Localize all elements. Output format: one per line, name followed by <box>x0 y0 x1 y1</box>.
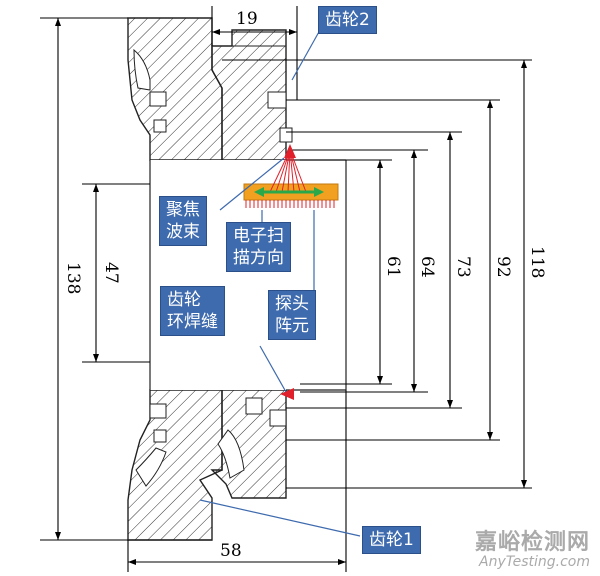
scan-direction-arrow <box>254 187 324 197</box>
callout-gear2: 齿轮2 <box>318 6 377 34</box>
callout-gear1: 齿轮1 <box>362 526 421 554</box>
gear2-upper-section <box>211 29 293 161</box>
callout-focus-beam: 聚焦 波束 <box>159 196 207 246</box>
watermark-cn: 嘉峪检测网 <box>474 530 590 555</box>
callout-probe-element: 探头 阵元 <box>268 290 316 340</box>
callout-gear-weld: 齿轮 环焊缝 <box>160 286 225 336</box>
callout-electronic-scan: 电子扫 描方向 <box>226 222 291 272</box>
dim-19-label: 19 <box>236 9 258 29</box>
callout-probe-element-line1: 探头 <box>275 294 309 314</box>
callout-gear1-line1: 齿轮1 <box>369 530 414 550</box>
callout-electronic-scan-line1: 电子扫 <box>233 226 284 246</box>
callout-focus-beam-line1: 聚焦 <box>166 200 200 220</box>
dim-64-label: 64 <box>417 256 437 278</box>
dim-73-label: 73 <box>453 256 473 278</box>
dim-47-label: 47 <box>101 262 121 284</box>
callout-focus-beam-line2: 波束 <box>166 222 200 242</box>
callout-gear2-line1: 齿轮2 <box>325 10 370 30</box>
focal-point-marker <box>284 144 296 158</box>
callout-electronic-scan-line2: 描方向 <box>233 248 284 268</box>
dim-92-label: 92 <box>493 256 513 278</box>
dim-118-label: 118 <box>527 246 547 278</box>
callout-leaders <box>199 29 361 537</box>
callout-probe-element-line2: 阵元 <box>275 316 309 336</box>
gear1-lower-section <box>127 389 223 541</box>
dim-138-label: 138 <box>63 262 83 294</box>
dimension-arrowheads <box>55 18 527 565</box>
gear1-upper-section <box>127 17 223 161</box>
weld-marker <box>280 388 294 400</box>
watermark-en: AnyTesting.com <box>479 554 590 570</box>
callout-gear-weld-line1: 齿轮 <box>167 290 201 310</box>
watermark: 嘉峪检测网 AnyTesting.com <box>475 524 590 570</box>
gear2-lower-section <box>210 389 287 499</box>
dimension-lines <box>40 6 532 572</box>
dim-58-label: 58 <box>220 541 242 561</box>
callout-gear-weld-line2: 环焊缝 <box>167 312 218 332</box>
dim-61-label: 61 <box>383 256 403 278</box>
